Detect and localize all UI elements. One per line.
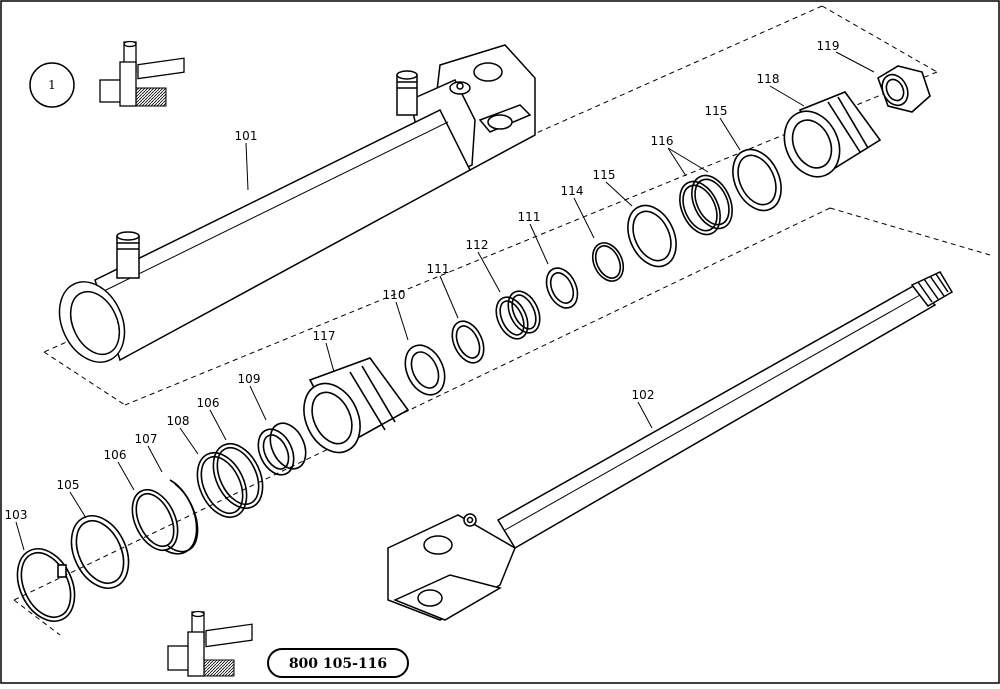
callout-101: 101 [235, 129, 258, 143]
callout-102: 102 [632, 388, 655, 402]
callout-labels: 101 102 103 105 106 107 108 106 109 117 … [5, 39, 840, 522]
callout-117: 117 [313, 329, 336, 343]
exploded-parts-icon [167, 610, 253, 677]
figure-number: 1 [48, 78, 56, 92]
callout-118: 118 [757, 72, 780, 86]
callout-111: 111 [427, 262, 450, 276]
callout-119: 119 [817, 39, 840, 53]
callout-111: 111 [518, 210, 541, 224]
callout-114: 114 [561, 184, 584, 198]
exploded-parts-icon [99, 40, 185, 107]
leader-lines [15, 51, 875, 551]
gland-118 [783, 91, 882, 178]
callout-116: 116 [651, 134, 674, 148]
piston-rod [387, 271, 954, 621]
drawing-code: 800 105-116 [289, 656, 387, 672]
piston-117 [303, 357, 410, 454]
callout-110: 110 [383, 288, 406, 302]
snap-ring-103 [16, 548, 76, 622]
nut-119 [877, 65, 931, 113]
figure-number-badge: 1 [29, 62, 75, 108]
callout-109: 109 [238, 372, 261, 386]
drawing-code-box: 800 105-116 [267, 648, 409, 678]
callout-107: 107 [135, 432, 158, 446]
callout-105: 105 [57, 478, 80, 492]
callout-106: 106 [197, 396, 220, 410]
callout-115: 115 [705, 104, 728, 118]
cylinder-barrel [58, 44, 536, 363]
callout-103: 103 [5, 508, 28, 522]
callout-115: 115 [593, 168, 616, 182]
callout-106: 106 [104, 448, 127, 462]
parts-group [16, 65, 931, 622]
callout-112: 112 [466, 238, 489, 252]
callout-108: 108 [167, 414, 190, 428]
